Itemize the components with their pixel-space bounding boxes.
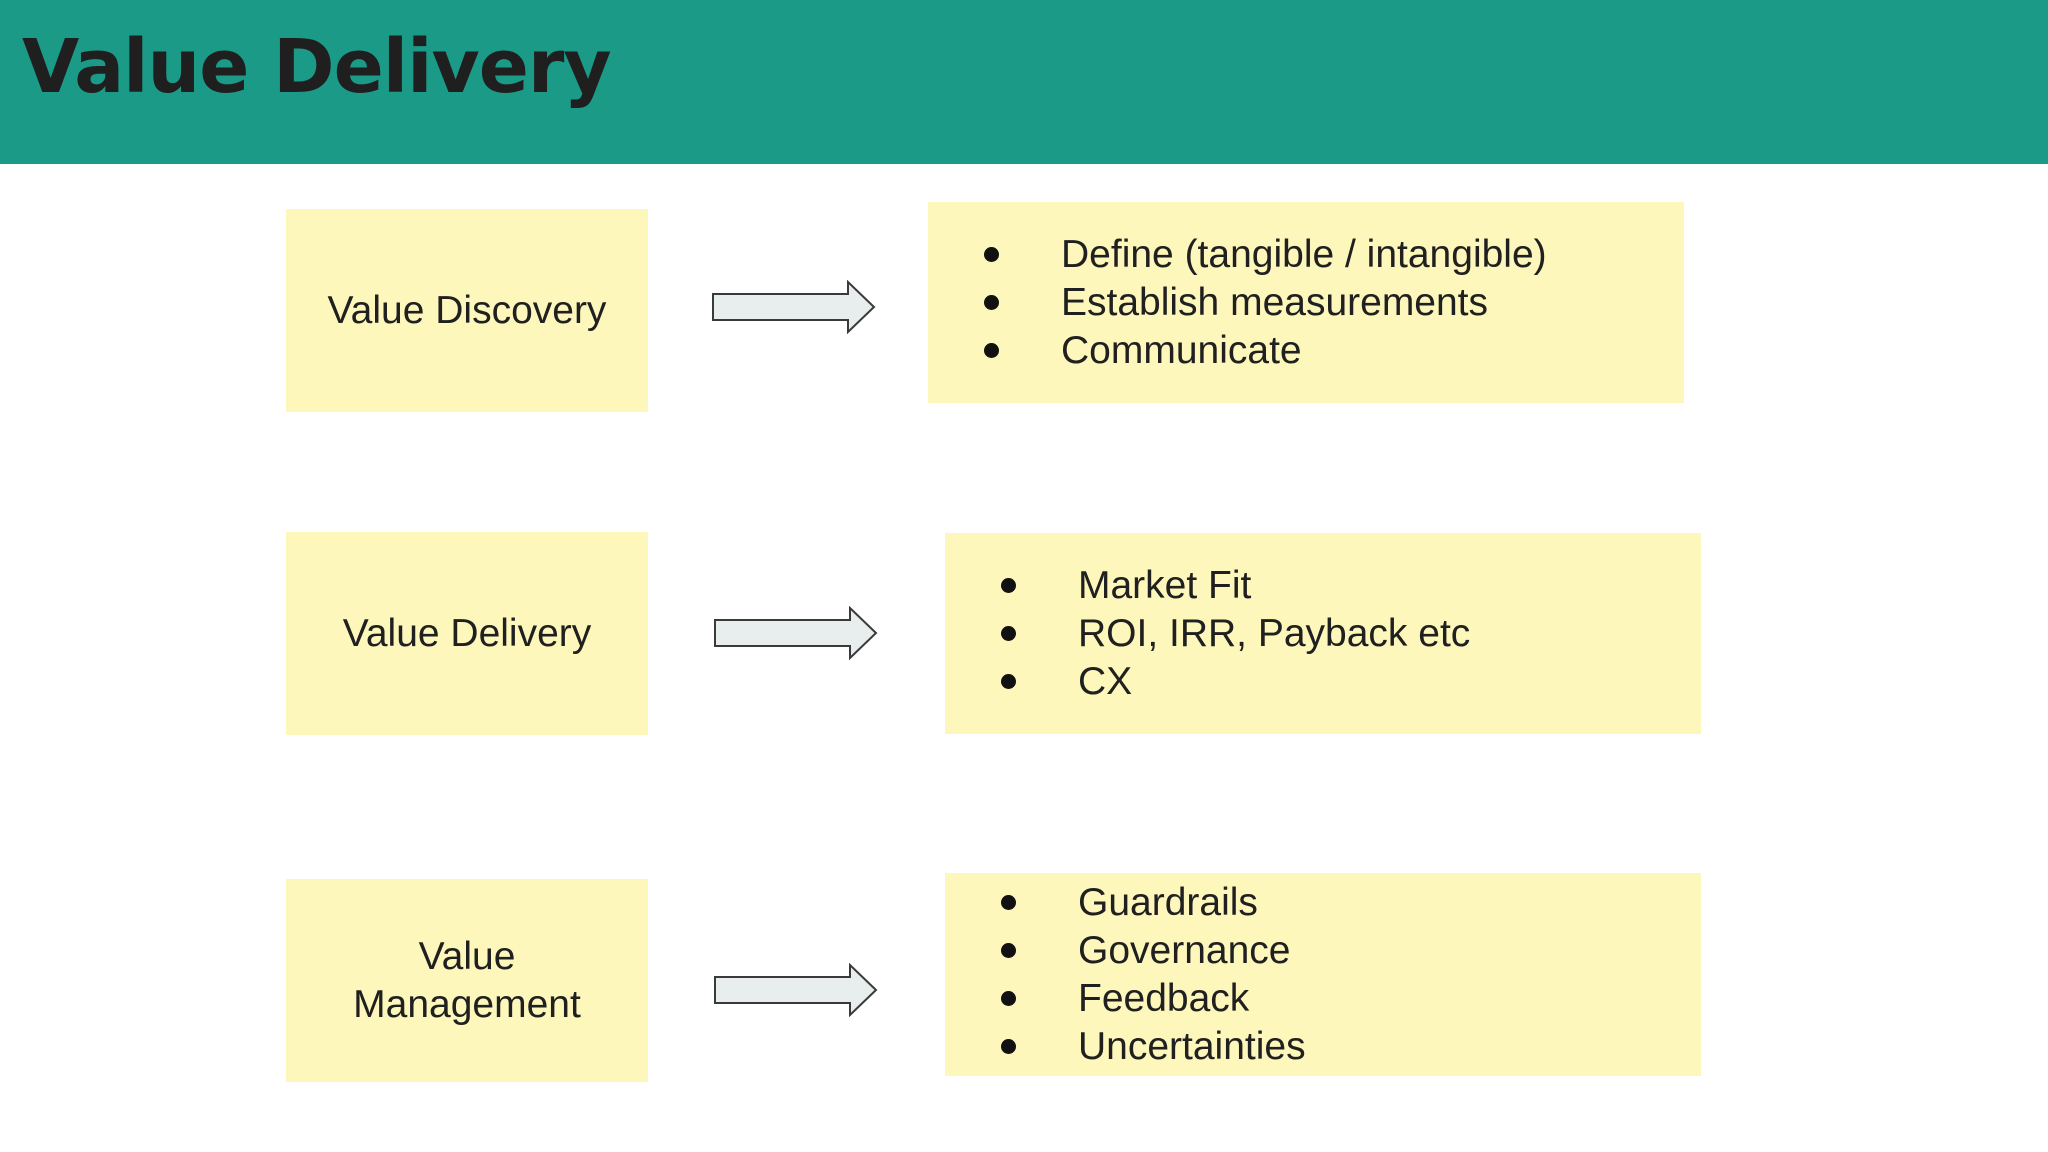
list-item: Communicate: [984, 327, 1684, 375]
value-management-box: Value Management: [286, 879, 648, 1082]
arrow-right-icon: [712, 280, 876, 334]
bullet-text: Communicate: [1061, 328, 1302, 372]
bullet-icon: [1001, 991, 1016, 1006]
bullet-text: Market Fit: [1078, 563, 1252, 607]
list-item: Guardrails: [1001, 879, 1701, 927]
bullet-icon: [1001, 674, 1016, 689]
bullet-icon: [984, 343, 999, 358]
value-discovery-details: Define (tangible / intangible) Establish…: [928, 202, 1684, 403]
bullet-text: CX: [1078, 659, 1133, 703]
bullet-list: Guardrails Governance Feedback Uncertain…: [1001, 879, 1701, 1071]
list-item: Feedback: [1001, 975, 1701, 1023]
bullet-icon: [1001, 626, 1016, 641]
header-band: [0, 0, 2048, 164]
bullet-icon: [1001, 1039, 1016, 1054]
bullet-text: Define (tangible / intangible): [1061, 232, 1547, 276]
list-item: Market Fit: [1001, 562, 1701, 610]
list-item: Establish measurements: [984, 279, 1684, 327]
bullet-icon: [984, 247, 999, 262]
value-delivery-details: Market Fit ROI, IRR, Payback etc CX: [945, 533, 1701, 734]
bullet-icon: [1001, 578, 1016, 593]
bullet-text: ROI, IRR, Payback etc: [1078, 611, 1471, 655]
bullet-icon: [1001, 943, 1016, 958]
list-item: Define (tangible / intangible): [984, 231, 1684, 279]
list-item: Uncertainties: [1001, 1023, 1701, 1071]
arrow-right-icon: [714, 606, 878, 660]
bullet-text: Uncertainties: [1078, 1024, 1306, 1068]
bullet-list: Market Fit ROI, IRR, Payback etc CX: [1001, 562, 1701, 706]
list-item: ROI, IRR, Payback etc: [1001, 610, 1701, 658]
bullet-text: Guardrails: [1078, 880, 1258, 924]
list-item: CX: [1001, 658, 1701, 706]
arrow-right-icon: [714, 963, 878, 1017]
value-discovery-box: Value Discovery: [286, 209, 648, 412]
bullet-icon: [1001, 895, 1016, 910]
slide-title: Value Delivery: [22, 24, 612, 110]
value-delivery-box: Value Delivery: [286, 532, 648, 735]
value-management-details: Guardrails Governance Feedback Uncertain…: [945, 873, 1701, 1076]
arrow-shape: [714, 606, 878, 660]
bullet-text: Governance: [1078, 928, 1291, 972]
list-item: Governance: [1001, 927, 1701, 975]
bullet-text: Establish measurements: [1061, 280, 1489, 324]
arrow-shape: [712, 280, 876, 334]
bullet-list: Define (tangible / intangible) Establish…: [984, 231, 1684, 375]
bullet-text: Feedback: [1078, 976, 1250, 1020]
bullet-icon: [984, 295, 999, 310]
arrow-shape: [714, 963, 878, 1017]
